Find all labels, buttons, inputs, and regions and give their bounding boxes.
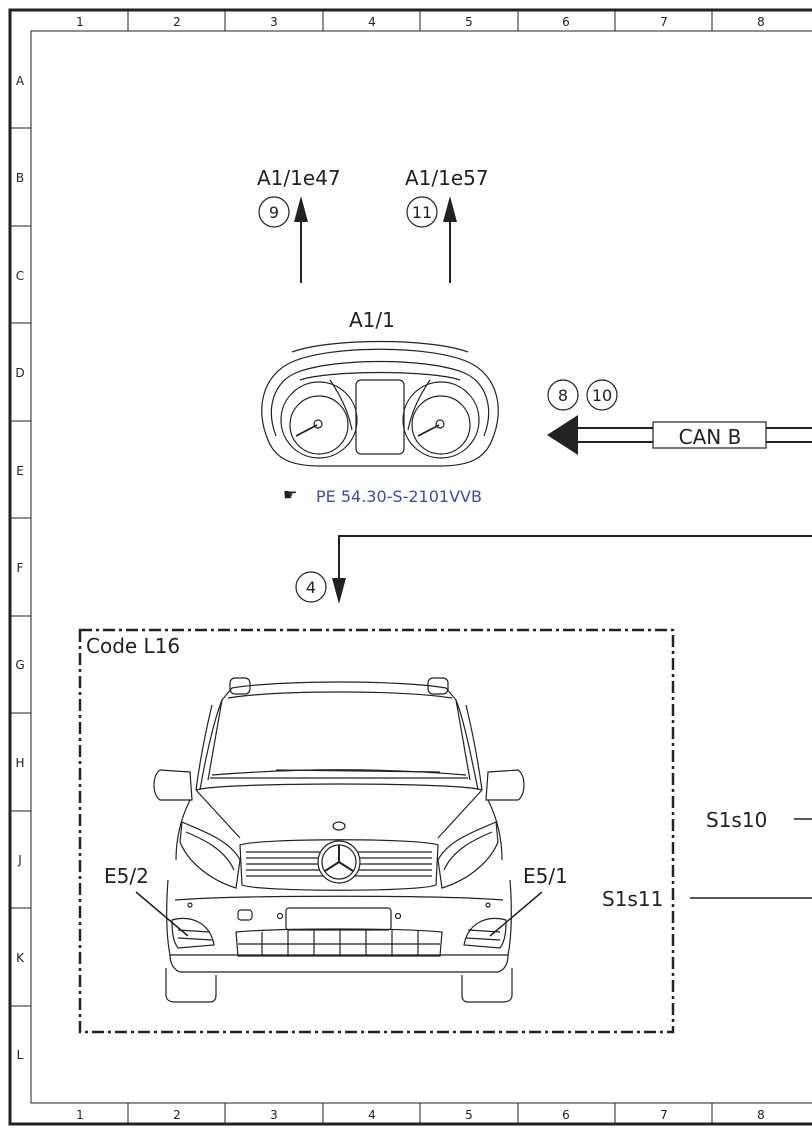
callout-4-text: 4	[306, 578, 316, 597]
callout-9: 9	[258, 196, 290, 228]
grid-row-j: J	[17, 853, 22, 867]
arrow-a1-1e47	[294, 196, 308, 283]
reference-link-text[interactable]: PE 54.30-S-2101VVB	[316, 487, 482, 506]
can-b-bus-arrow	[547, 415, 812, 455]
grid-col-7: 7	[660, 15, 668, 29]
grid-row-l: L	[17, 1048, 24, 1062]
reference-link[interactable]: ☛ PE 54.30-S-2101VVB	[283, 485, 482, 506]
grid-col-5: 5	[465, 1108, 473, 1122]
callout-11: 11	[406, 196, 438, 228]
grid-row-c: C	[16, 269, 24, 283]
label-s1s11: S1s11	[602, 887, 663, 911]
grid-row-g: G	[15, 658, 24, 672]
grid-col-2: 2	[173, 1108, 181, 1122]
grid-row-k: K	[16, 951, 25, 965]
grid-col-6: 6	[562, 15, 570, 29]
drawing-frame	[8, 8, 812, 1126]
grid-col-4: 4	[368, 1108, 376, 1122]
grid-col-8: 8	[757, 15, 765, 29]
code-l16-box	[78, 628, 675, 1034]
label-code-l16: Code L16	[86, 634, 180, 658]
callout-10: 10	[586, 379, 618, 411]
grid-col-5: 5	[465, 15, 473, 29]
label-s1s10: S1s10	[706, 808, 767, 832]
label-can-b: CAN B	[679, 425, 742, 449]
grid-columns-bottom: 1 2 3 4 5 6 7 8	[76, 1108, 765, 1122]
grid-columns-top: 1 2 3 4 5 6 7 8	[76, 15, 765, 29]
label-a1-1: A1/1	[349, 308, 395, 332]
callout-10-text: 10	[592, 386, 612, 405]
grid-col-7: 7	[660, 1108, 668, 1122]
grid-row-f: F	[17, 561, 24, 575]
callout-4: 4	[295, 571, 327, 603]
grid-row-e: E	[16, 464, 24, 478]
switch-lines	[690, 818, 812, 899]
grid-row-d: D	[15, 366, 24, 380]
callout-9-text: 9	[269, 203, 279, 222]
grid-col-8: 8	[757, 1108, 765, 1122]
grid-row-b: B	[16, 171, 24, 185]
pointing-hand-icon: ☛	[283, 485, 297, 504]
leader-lines	[135, 891, 543, 937]
callout-11-text: 11	[412, 203, 432, 222]
callout-8: 8	[547, 379, 579, 411]
grid-row-a: A	[16, 74, 25, 88]
label-a1-1e57: A1/1e57	[405, 166, 489, 190]
grid-col-3: 3	[270, 15, 278, 29]
grid-col-3: 3	[270, 1108, 278, 1122]
grid-col-4: 4	[368, 15, 376, 29]
grid-col-6: 6	[562, 1108, 570, 1122]
label-e5-2: E5/2	[104, 864, 149, 888]
arrow-a1-1e57	[443, 196, 457, 283]
callout-8-text: 8	[558, 386, 568, 405]
arrow-to-code-box	[332, 535, 812, 604]
grid-col-1: 1	[76, 15, 84, 29]
label-a1-1e47: A1/1e47	[257, 166, 341, 190]
instrument-cluster-drawing	[261, 340, 499, 467]
label-e5-1: E5/1	[523, 864, 568, 888]
grid-col-1: 1	[76, 1108, 84, 1122]
grid-row-h: H	[15, 756, 24, 770]
grid-col-2: 2	[173, 15, 181, 29]
vehicle-front-drawing	[153, 677, 525, 1003]
grid-rows: A B C D E F G H J K L	[15, 74, 25, 1062]
